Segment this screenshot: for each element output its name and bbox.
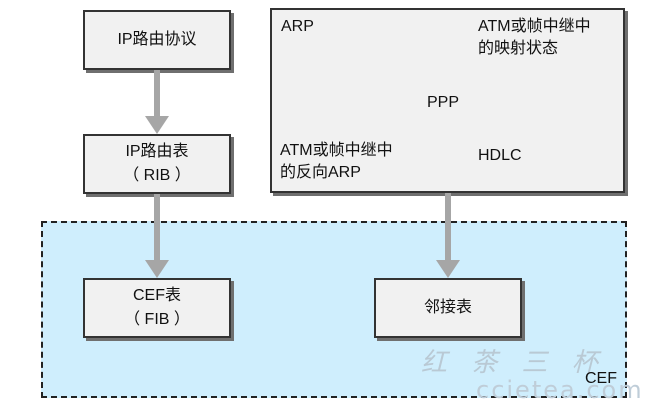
hdlc-label: HDLC (478, 147, 522, 164)
fib-label: （ FIB ） (124, 311, 190, 328)
arrow-rib-to-fib (145, 194, 169, 278)
ip-routing-protocol-box: IP路由协议 (83, 10, 231, 70)
rib-label: （ RIB ） (123, 167, 191, 184)
cef-table-box: CEF表 （ FIB ） (83, 278, 231, 338)
atm-fr-map-label-1: ATM或帧中继中 (478, 18, 591, 35)
atm-fr-inverse-arp-label-1: ATM或帧中继中 (280, 142, 393, 159)
cef-table-label: CEF表 (132, 287, 181, 304)
cef-region-label: CEF (585, 370, 617, 387)
atm-fr-map-label-2: 的映射状态 (478, 40, 559, 57)
arrow-protocol-to-rib (145, 70, 169, 134)
ip-routing-protocol-label: IP路由协议 (117, 31, 197, 48)
atm-fr-inverse-arp-label-2: 的反向ARP (280, 164, 361, 181)
arrow-layer2-to-adjacency (436, 193, 460, 278)
ip-routing-table-label: IP路由表 (125, 143, 189, 160)
adjacency-table-box: 邻接表 (374, 278, 522, 338)
adjacency-table-label: 邻接表 (423, 299, 472, 316)
layer2-info-box (270, 8, 625, 193)
watermark-chinese: 红 茶 三 杯 (421, 348, 606, 378)
arp-label: ARP (281, 18, 314, 35)
ppp-label: PPP (427, 94, 460, 111)
ip-routing-table-box: IP路由表 （ RIB ） (83, 134, 231, 194)
watermark-site: ccietea.com (476, 376, 644, 404)
